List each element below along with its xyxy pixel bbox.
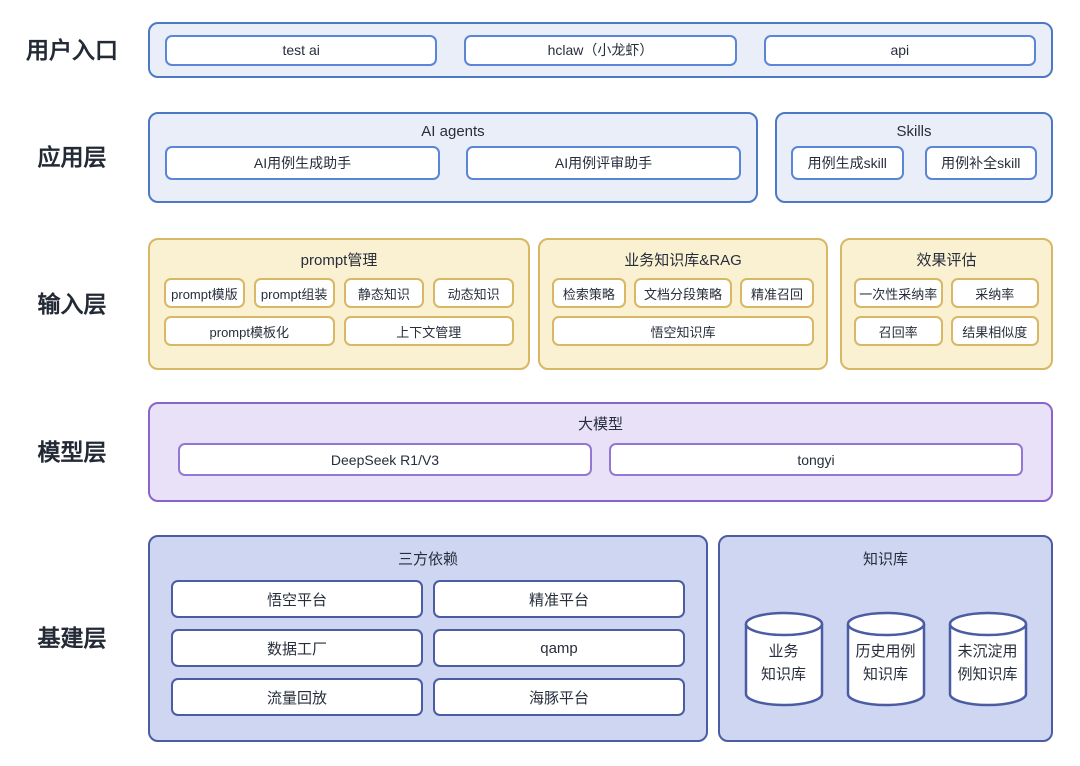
node-case-completion-skill: 用例补全skill [924,146,1037,180]
node-traffic-replay: 流量回放 [171,678,423,716]
node-wukong-platform: 悟空平台 [171,580,423,618]
group-title-prompt-management: prompt管理 [300,252,378,269]
layer-label-infrastructure: 基建层 [37,625,107,651]
db-label-line2: 例知识库 [957,665,1018,683]
node-api: api [763,34,1036,66]
layer-label-input: 输入层 [37,291,107,317]
db-business-knowledge-base: 业务 知识库 [744,611,824,708]
group-title-skills: Skills [896,123,932,140]
group-prompt-management: prompt管理 prompt模版 prompt组装 静态知识 动态知识 pro… [148,238,530,370]
node-tongyi: tongyi [609,443,1023,476]
node-dolphin-platform: 海豚平台 [433,678,685,716]
db-label-line2: 知识库 [862,665,908,683]
node-precise-recall: 精准召回 [740,278,814,308]
db-label: 业务 知识库 [744,641,824,686]
node-static-knowledge: 静态知识 [343,278,425,308]
node-data-factory: 数据工厂 [171,629,423,667]
node-result-similarity: 结果相似度 [950,316,1039,346]
db-label-line1: 未沉淀用 [957,643,1018,660]
node-ai-case-generation-assistant: AI用例生成助手 [165,146,440,180]
group-business-kb-rag: 业务知识库&RAG 检索策略 文档分段策略 精准召回 悟空知识库 [538,238,828,370]
node-recall-rate: 召回率 [854,316,943,346]
db-label-line1: 历史用例 [855,643,916,660]
group-title-ai-agents: AI agents [421,123,485,140]
group-knowledge-bases: 知识库 业务 知识库 [718,535,1053,742]
layer-label-application: 应用层 [37,144,107,170]
node-hclaw: hclaw（小龙虾） [464,34,737,66]
group-title-large-models: 大模型 [577,416,623,433]
node-jingzhun-platform: 精准平台 [433,580,685,618]
layer-label-model: 模型层 [37,439,107,465]
group-ai-agents: AI agents AI用例生成助手 AI用例评审助手 [148,112,758,203]
db-label-line2: 知识库 [760,665,806,683]
db-label: 历史用例 知识库 [846,641,926,686]
node-dynamic-knowledge: 动态知识 [433,278,514,308]
node-prompt-template: prompt模版 [164,278,245,308]
node-prompt-templating: prompt模板化 [164,316,335,346]
node-test-ai: test ai [165,34,438,66]
node-first-pass-adoption-rate: 一次性采纳率 [854,278,943,308]
node-prompt-assembly: prompt组装 [253,278,335,308]
node-qamp: qamp [433,629,685,667]
group-large-models: 大模型 DeepSeek R1/V3 tongyi [148,402,1053,502]
group-third-party-dependencies: 三方依赖 悟空平台 精准平台 数据工厂 qamp 流量回放 海豚平台 [148,535,708,742]
group-title-effect-evaluation: 效果评估 [916,252,977,269]
node-wukong-knowledge-base: 悟空知识库 [552,316,814,346]
db-label: 未沉淀用 例知识库 [948,641,1028,686]
node-ai-case-review-assistant: AI用例评审助手 [466,146,741,180]
node-adoption-rate: 采纳率 [950,278,1039,308]
node-deepseek-r1-v3: DeepSeek R1/V3 [178,443,592,476]
db-unsettled-case-knowledge-base: 未沉淀用 例知识库 [948,611,1028,708]
node-context-management: 上下文管理 [343,316,514,346]
db-label-line1: 业务 [768,643,799,660]
group-title-knowledge-bases: 知识库 [862,551,908,568]
db-history-case-knowledge-base: 历史用例 知识库 [846,611,926,708]
group-effect-evaluation: 效果评估 一次性采纳率 采纳率 召回率 结果相似度 [840,238,1053,370]
group-skills: Skills 用例生成skill 用例补全skill [775,112,1053,203]
node-case-generation-skill: 用例生成skill [791,146,904,180]
group-user-entry: test ai hclaw（小龙虾） api [148,22,1053,78]
group-title-business-kb-rag: 业务知识库&RAG [624,252,742,269]
node-retrieval-strategy: 检索策略 [552,278,626,308]
node-doc-segment-strategy: 文档分段策略 [633,278,733,308]
layer-label-user-entry: 用户入口 [26,37,118,63]
group-title-third-party-dependencies: 三方依赖 [397,551,458,568]
